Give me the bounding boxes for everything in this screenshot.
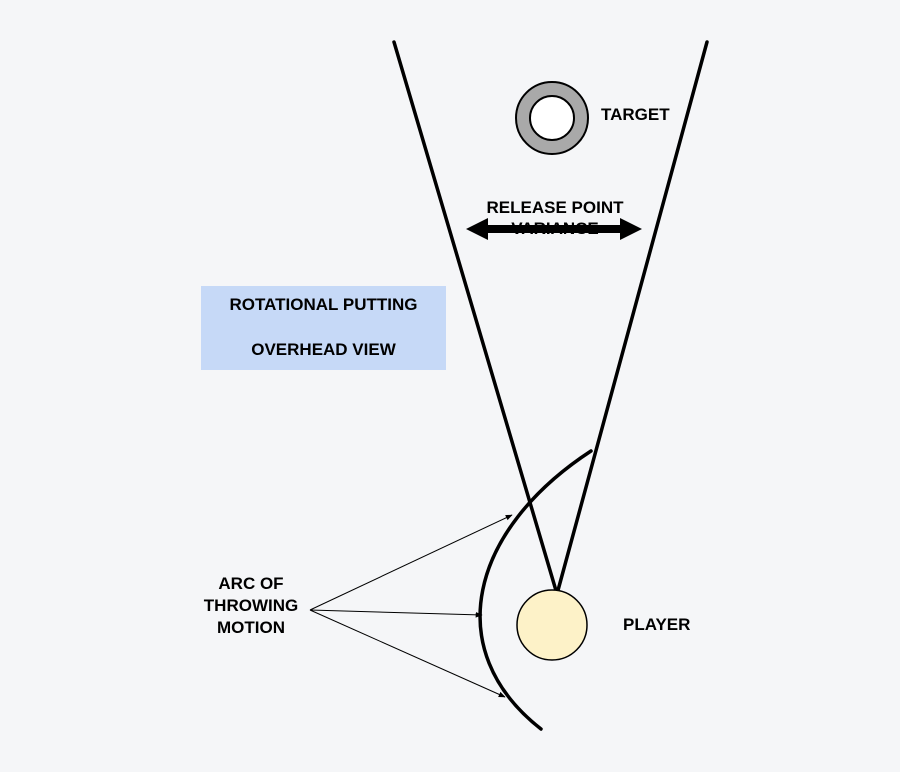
target-label: TARGET: [601, 105, 670, 124]
arc-pointer-middle: [309, 609, 483, 618]
arc-label: ARC OF THROWING MOTION: [176, 573, 326, 639]
release-label-line-1: RELEASE POINT: [486, 198, 624, 217]
title-line-1: ROTATIONAL PUTTING: [229, 295, 418, 314]
arc-pointer-lower: [309, 609, 506, 698]
arc-pointer-upper: [309, 514, 513, 611]
title-box: ROTATIONAL PUTTING OVERHEAD VIEW: [201, 286, 446, 370]
cone-right-line: [555, 40, 709, 596]
arc-label-line-2: THROWING: [203, 596, 299, 615]
arc-label-line-3: MOTION: [217, 618, 285, 637]
title-line-2: OVERHEAD VIEW: [251, 340, 396, 359]
release-label-line-2: VARIANCE: [511, 219, 599, 238]
player-circle: [516, 589, 588, 661]
release-variance-label: RELEASE POINT VARIANCE: [455, 197, 655, 239]
arc-label-line-1: ARC OF: [218, 574, 284, 593]
target-hole: [529, 95, 575, 141]
player-label: PLAYER: [623, 615, 691, 634]
throwing-arc: [478, 449, 593, 731]
release-variance-arrow: [466, 218, 642, 240]
